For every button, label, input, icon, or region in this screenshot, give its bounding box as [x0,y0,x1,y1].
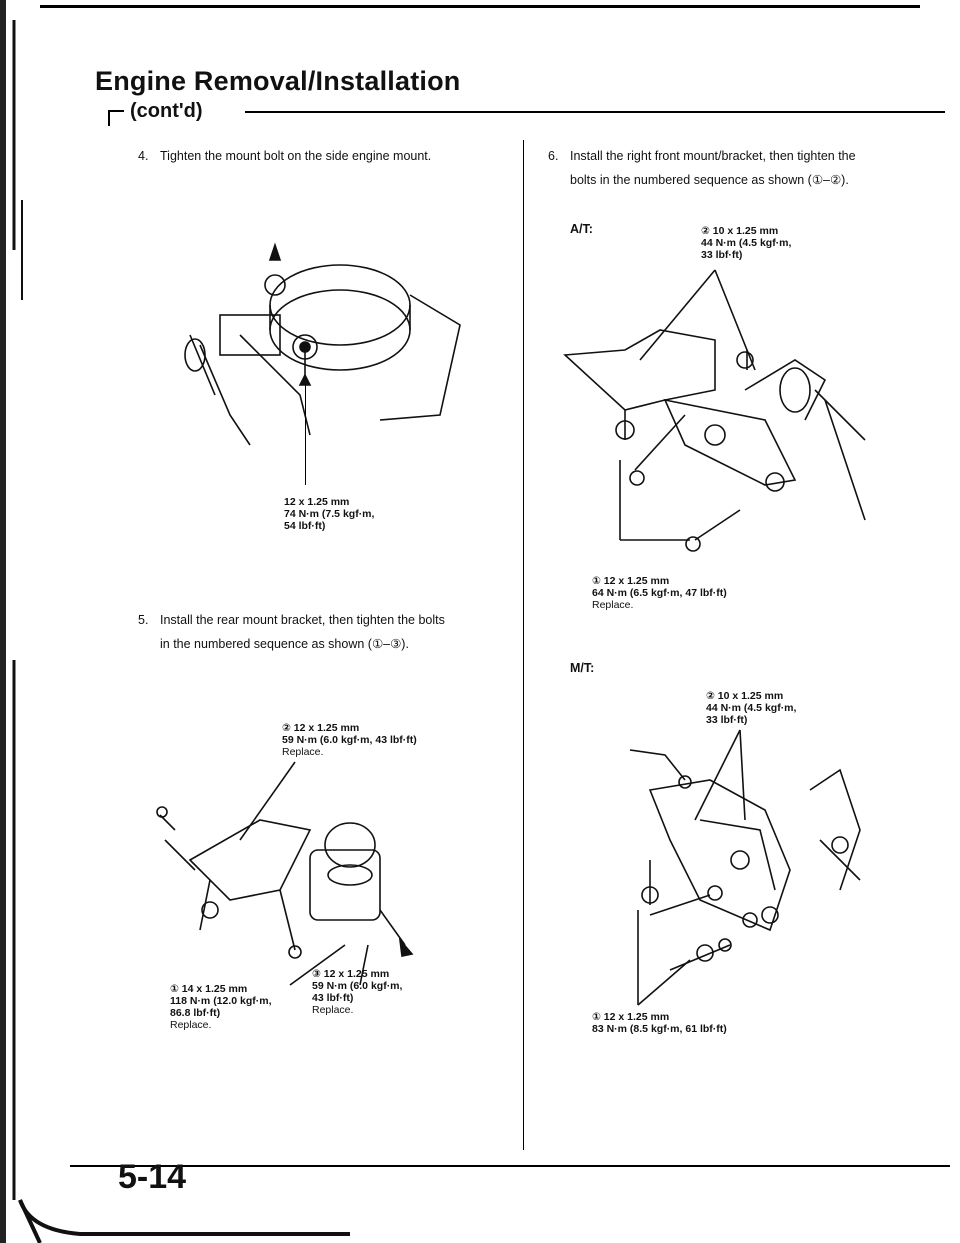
rear-bolt-1-torque: 118 N·m (12.0 kgf·m, [170,995,272,1007]
rear-mount-bolt-3-callout: ③ 12 x 1.25 mm 59 N·m (6.0 kgf·m, 43 lbf… [312,968,402,1016]
rear-mount-leaders [289,944,369,986]
side-engine-mount-illustration [184,242,461,446]
rear-bolt-3-torque: 59 N·m (6.0 kgf·m, [312,980,403,992]
at-bolt-1-replace: Replace. [592,599,634,611]
rear-bolt-3-replace: Replace. [312,1004,354,1016]
step-4: 4. Tighten the mount bolt on the side eng… [138,146,431,166]
side-mount-bolt-size: 12 x 1.25 mm [284,496,350,508]
rear-bolt-3-size: ③ 12 x 1.25 mm [312,968,390,980]
at-bolt-1-torque: 64 N·m (6.5 kgf·m, 47 lbf·ft) [592,587,727,599]
rear-mount-bolt-1-callout: ① 14 x 1.25 mm 118 N·m (12.0 kgf·m, 86.8… [170,983,272,1031]
side-mount-bolt-callout: 12 x 1.25 mm 74 N·m (7.5 kgf·m, 54 lbf·f… [284,496,374,532]
rear-mount-bolt-2-callout: ② 12 x 1.25 mm 59 N·m (6.0 kgf·m, 43 lbf… [282,722,417,758]
mt-label: M/T: [570,661,595,675]
rear-mount-bracket-illustration [156,761,414,959]
rear-bolt-1-torque-lbf: 86.8 lbf·ft) [170,1007,221,1019]
subtitle-bracket [108,110,124,126]
mt-bolt-2-size: ② 10 x 1.25 mm [706,690,784,702]
step-6-line2: bolts in the numbered sequence as shown … [570,173,849,187]
step-5-line2: in the numbered sequence as shown (①–③). [160,637,409,651]
side-mount-bolt-torque-lbf: 54 lbf·ft) [284,520,326,532]
at-bolt-2-callout: ② 10 x 1.25 mm 44 N·m (4.5 kgf·m, 33 lbf… [701,225,791,261]
at-bolt-2-torque: 44 N·m (4.5 kgf·m, [701,237,792,249]
page-title: Engine Removal/Installation [95,66,461,96]
at-bolt-2-torque-lbf: 33 lbf·ft) [701,249,743,261]
side-mount-leader [305,385,306,485]
subtitle-rule [245,111,945,113]
bottom-rule [70,1165,950,1167]
footer-curve [18,1199,350,1236]
top-rule [40,5,920,8]
mt-mount-illustration [629,729,861,1006]
mt-bolt-1-size: ① 12 x 1.25 mm [592,1011,670,1023]
at-bolt-1-callout: ① 12 x 1.25 mm 64 N·m (6.5 kgf·m, 47 lbf… [592,575,727,611]
mt-bolt-2-torque: 44 N·m (4.5 kgf·m, [706,702,797,714]
rear-bolt-2-size: ② 12 x 1.25 mm [282,722,360,734]
rear-bolt-1-size: ① 14 x 1.25 mm [170,983,248,995]
mt-bolt-2-callout: ② 10 x 1.25 mm 44 N·m (4.5 kgf·m, 33 lbf… [706,690,796,726]
step-4-text: Tighten the mount bolt on the side engin… [160,149,432,163]
rear-bolt-3-torque-lbf: 43 lbf·ft) [312,992,354,1004]
mt-bolt-2-torque-lbf: 33 lbf·ft) [706,714,748,726]
rear-bolt-2-replace: Replace. [282,746,324,758]
at-label: A/T: [570,222,593,236]
mt-bolt-1-torque: 83 N·m (8.5 kgf·m, 61 lbf·ft) [592,1023,727,1035]
side-mount-bolt-torque: 74 N·m (7.5 kgf·m, [284,508,375,520]
step-5-line1: Install the rear mount bracket, then tig… [160,613,445,627]
at-bolt-1-size: ① 12 x 1.25 mm [592,575,670,587]
at-bolt-2-size: ② 10 x 1.25 mm [701,225,779,237]
step-6-line1: Install the right front mount/bracket, t… [570,149,856,163]
rear-bolt-1-replace: Replace. [170,1019,212,1031]
step-6: 6. Install the right front mount/bracket,… [548,146,856,190]
mt-bolt-1-callout: ① 12 x 1.25 mm 83 N·m (8.5 kgf·m, 61 lbf… [592,1011,727,1035]
step-4-number: 4. [138,149,149,163]
step-5: 5. Install the rear mount bracket, then t… [138,610,445,654]
column-divider [523,140,524,1150]
step-6-number: 6. [548,149,559,163]
at-mount-illustration [563,269,866,552]
rear-bolt-2-torque: 59 N·m (6.0 kgf·m, 43 lbf·ft) [282,734,417,746]
step-5-number: 5. [138,613,149,627]
binding-edge [0,0,42,1243]
page-number: 5-14 [118,1158,187,1196]
page-subtitle: (cont'd) [130,100,203,122]
